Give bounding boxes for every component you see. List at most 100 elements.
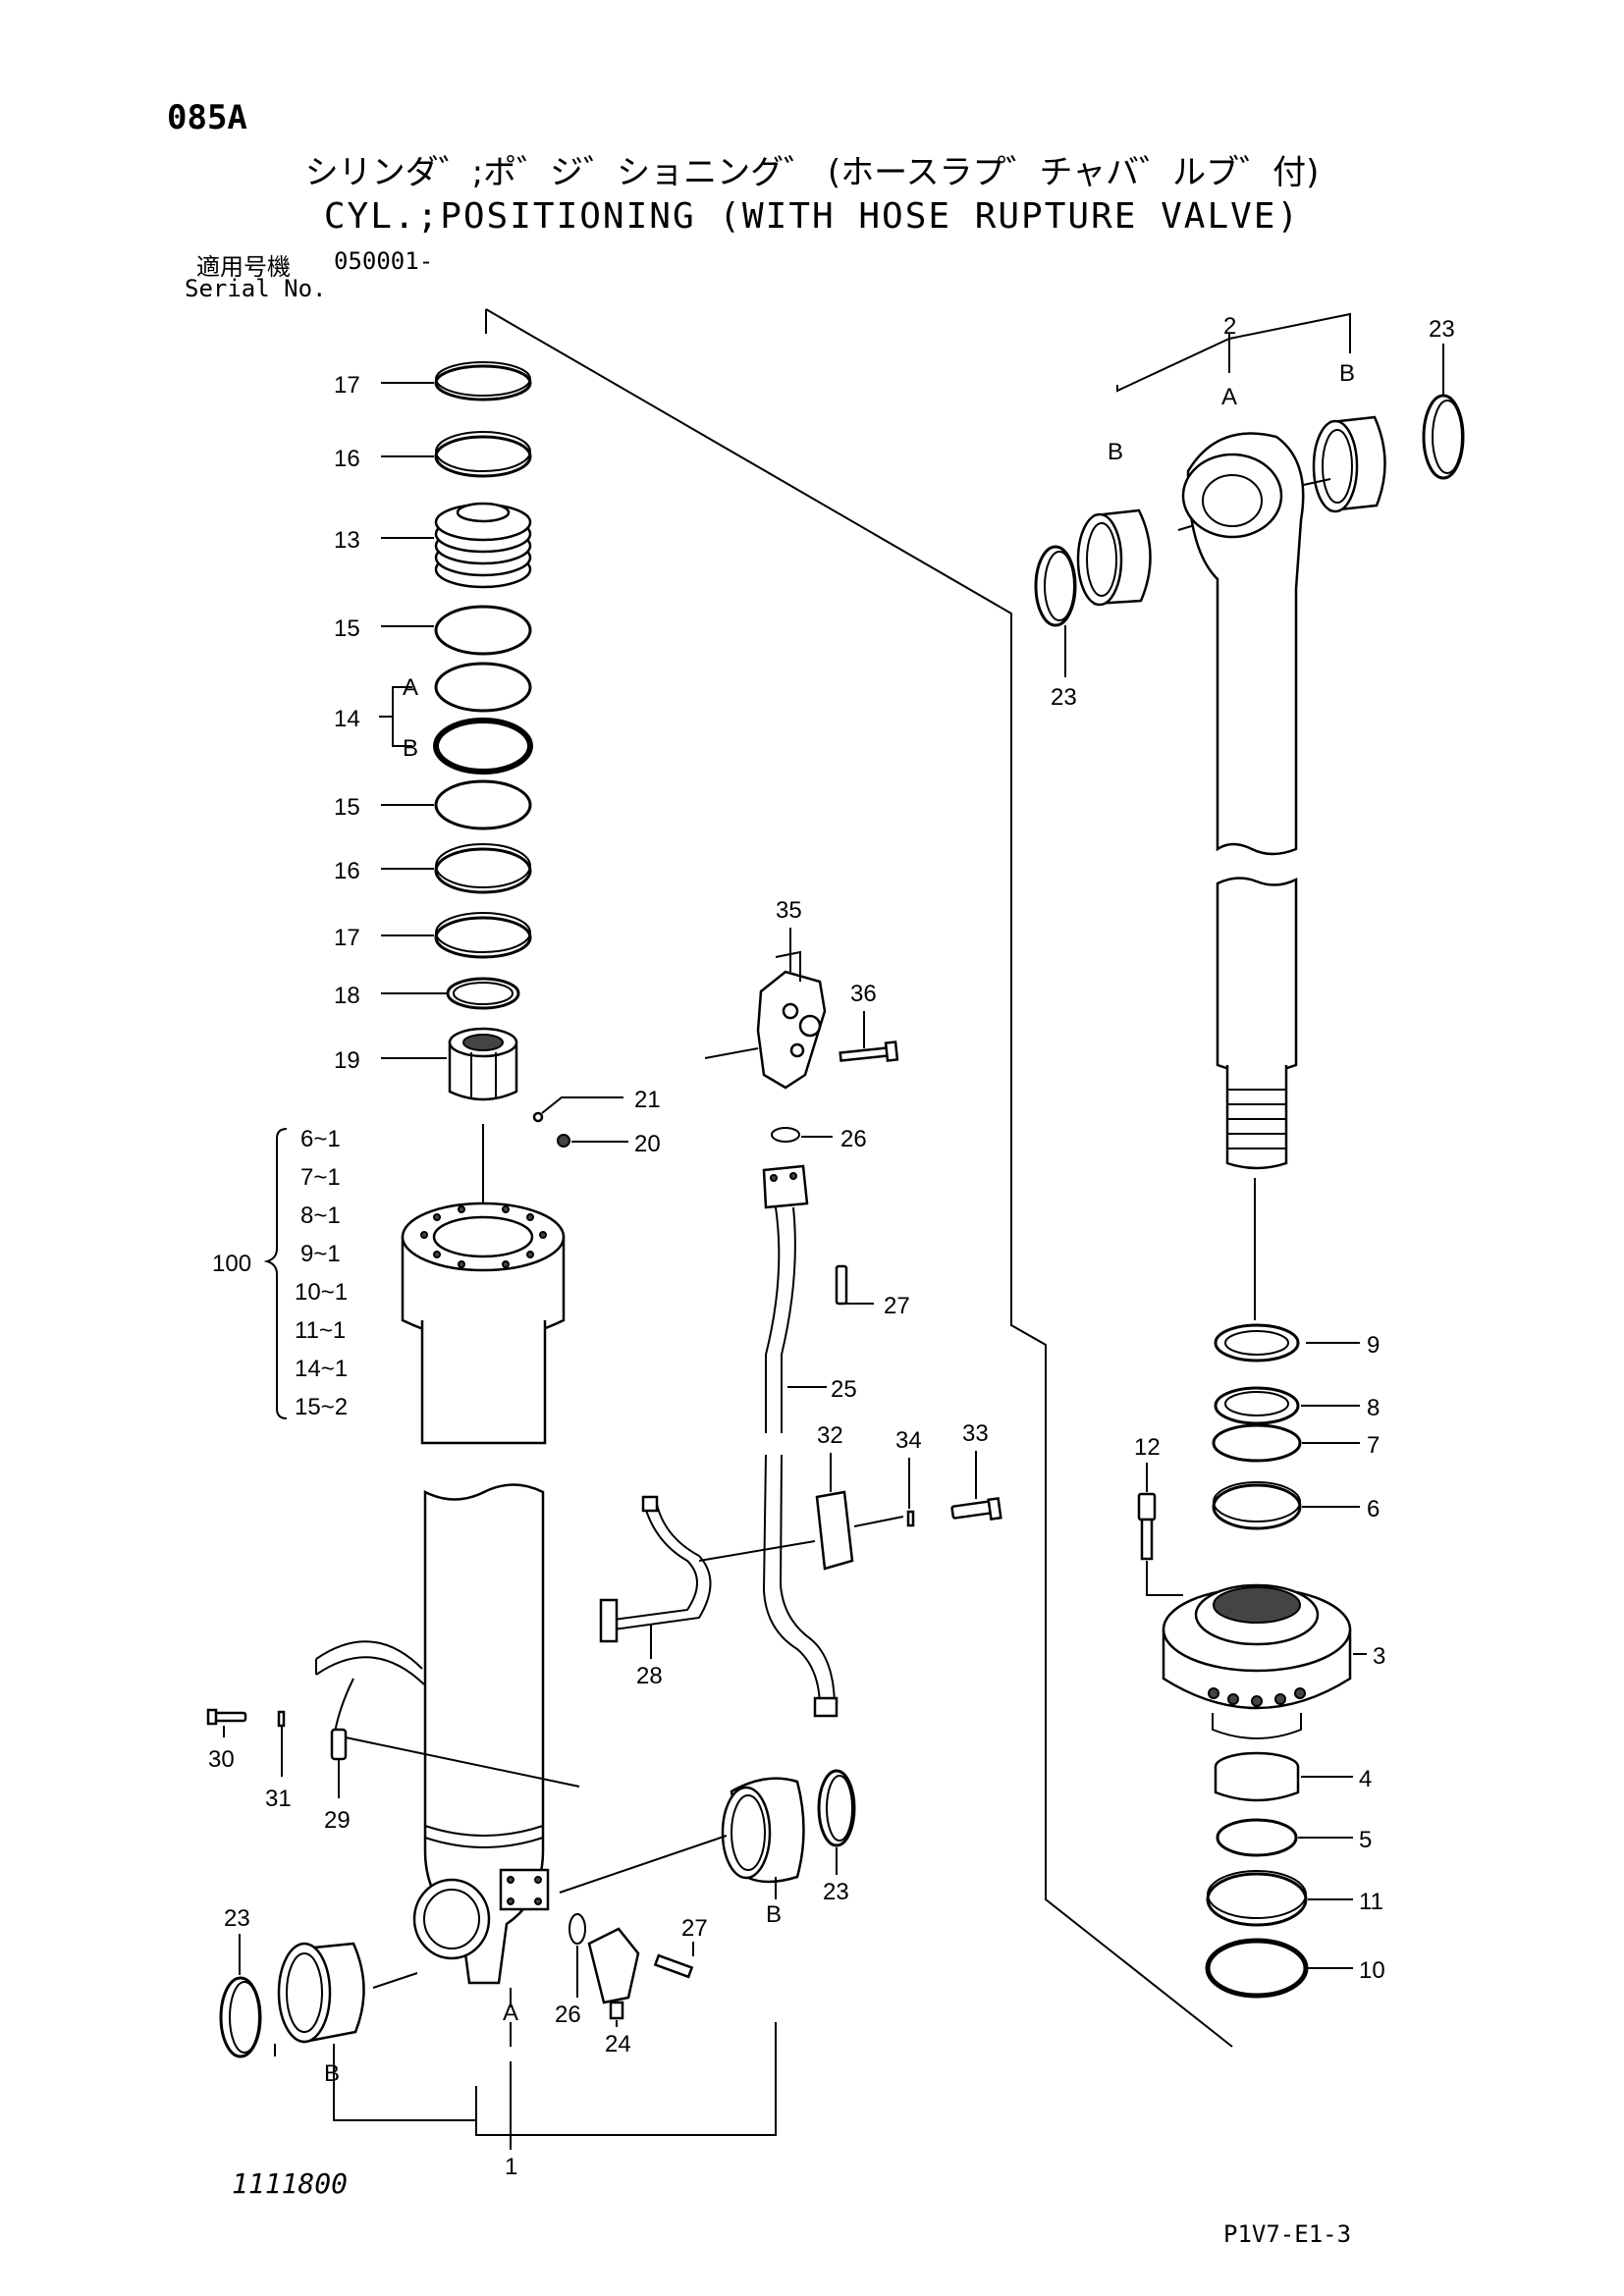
leader-line: [1146, 1561, 1183, 1596]
callout-b: B: [1339, 360, 1355, 387]
part-13-piston: [434, 502, 532, 589]
boundary-line: [485, 308, 1233, 2048]
part-2-piston-rod: [1181, 432, 1305, 1170]
part-28-clamp: [599, 1495, 712, 1643]
part-19-nut: [448, 1027, 518, 1101]
part-23-top-left-seal: [1034, 545, 1077, 627]
callout-2: 2: [1223, 313, 1236, 340]
callout-29: 29: [324, 1807, 351, 1834]
part-29-clamp-band: [315, 1640, 580, 1788]
part-3-rod-cover: [1162, 1583, 1352, 1739]
callout-6: 6: [1367, 1496, 1380, 1522]
callout-13: 13: [334, 527, 360, 554]
part-36-bolt: [839, 1041, 899, 1062]
title-english: CYL.;POSITIONING (WITH HOSE RUPTURE VALV…: [323, 196, 1301, 237]
callout-7: 7: [1367, 1432, 1380, 1459]
part-23-bottom-left-seal: [219, 1976, 262, 2058]
part-10-oring: [1205, 1938, 1309, 1999]
callout-23: 23: [823, 1879, 849, 1905]
part-17-ring-top: [434, 361, 532, 401]
callout-9: 9: [1367, 1332, 1380, 1359]
callout-17: 17: [334, 925, 360, 951]
cylinder-tube: [412, 1483, 550, 1985]
part-33-bolt: [950, 1496, 1002, 1522]
part-16-ring-top: [434, 431, 532, 478]
callout-19: 19: [334, 1047, 360, 1074]
part-27-bolt-upper: [835, 1264, 848, 1306]
leader-line: [853, 1516, 904, 1527]
callout-16: 16: [334, 446, 360, 472]
leader-lines: [223, 344, 1444, 2061]
callout-30: 30: [208, 1746, 235, 1773]
leader-line: [704, 1047, 759, 1059]
kit-100-brace: [263, 1128, 288, 1419]
bushing-b-bottom-left: [277, 1942, 365, 2044]
part-21-set-screw: [532, 1111, 544, 1123]
leader-line: [698, 1540, 816, 1562]
part-26-oring-top: [771, 1127, 800, 1143]
callout-27: 27: [884, 1293, 910, 1319]
callout-b: B: [1108, 439, 1123, 465]
callout-14-b: B: [403, 735, 418, 762]
callout-26: 26: [555, 2002, 581, 2028]
part-17-ring-bottom: [434, 912, 532, 959]
serial-label-english: Serial No.: [185, 275, 327, 302]
part-30-bolt: [206, 1708, 247, 1726]
part-26-oring-bottom: [568, 1913, 586, 1945]
callout-10: 10: [1359, 1957, 1385, 1984]
part-8-ring: [1214, 1386, 1300, 1425]
part-14b-ring: [433, 718, 533, 774]
callout-20: 20: [634, 1131, 661, 1157]
sheet-number: P1V7-E1-3: [1223, 2220, 1352, 2248]
title-japanese: シリンダ゛;ポ゛ジ゛ショニング゛ (ホースラプ゛チャバ゛ルブ゛付): [304, 153, 1320, 192]
callout-24: 24: [605, 2031, 631, 2057]
callout-1: 1: [505, 2154, 517, 2180]
callout-b: B: [766, 1901, 782, 1928]
callout-26: 26: [840, 1126, 867, 1152]
leader-line: [559, 1835, 728, 1894]
part-9-ring: [1214, 1323, 1300, 1362]
kit-item: 15~2: [295, 1394, 348, 1420]
part-25-pipe: [762, 1164, 839, 1718]
part-15-ring-top: [434, 605, 532, 656]
bushing-b-middle: [721, 1777, 805, 1884]
part-23-top-right-seal: [1422, 394, 1465, 480]
part-14a-ring: [434, 662, 532, 713]
kit-100-list: 6~1 7~1 8~1 9~1 10~1 11~1 14~1 15~2: [295, 1126, 348, 1420]
callout-18: 18: [334, 983, 360, 1009]
callout-23: 23: [1051, 684, 1077, 711]
callout-31: 31: [265, 1786, 292, 1812]
callout-100: 100: [212, 1251, 251, 1277]
callout-23: 23: [1429, 316, 1455, 343]
callout-28: 28: [636, 1663, 663, 1689]
part-18-washer: [446, 977, 520, 1010]
leader-line: [372, 1972, 418, 1989]
callout-8: 8: [1367, 1395, 1380, 1421]
callout-3: 3: [1373, 1643, 1385, 1670]
callout-21: 21: [634, 1087, 661, 1113]
cylinder-head: [401, 1201, 566, 1445]
callout-5: 5: [1359, 1827, 1372, 1853]
callout-a: A: [503, 2000, 518, 2026]
part-12-bolt: [1137, 1492, 1157, 1561]
part-6-ring: [1212, 1481, 1302, 1530]
bushing-b-top-left: [1076, 508, 1152, 607]
callout-15: 15: [334, 794, 360, 821]
callout-25: 25: [831, 1376, 857, 1403]
callout-23: 23: [224, 1905, 250, 1932]
callout-a: A: [1221, 384, 1237, 410]
callout-b: B: [324, 2060, 340, 2087]
drawing-number: 1111800: [232, 2167, 349, 2200]
callout-17: 17: [334, 372, 360, 399]
callout-15: 15: [334, 615, 360, 642]
kit-item: 11~1: [295, 1317, 346, 1344]
page-code: 085A: [167, 98, 247, 137]
callout-14-a: A: [403, 674, 418, 701]
part-34-washer: [906, 1510, 915, 1527]
callout-35: 35: [776, 897, 802, 924]
callout-34: 34: [895, 1427, 922, 1454]
part-4-bushing: [1214, 1751, 1300, 1802]
part-11-ring: [1206, 1870, 1308, 1927]
part-7-ring: [1212, 1423, 1302, 1463]
